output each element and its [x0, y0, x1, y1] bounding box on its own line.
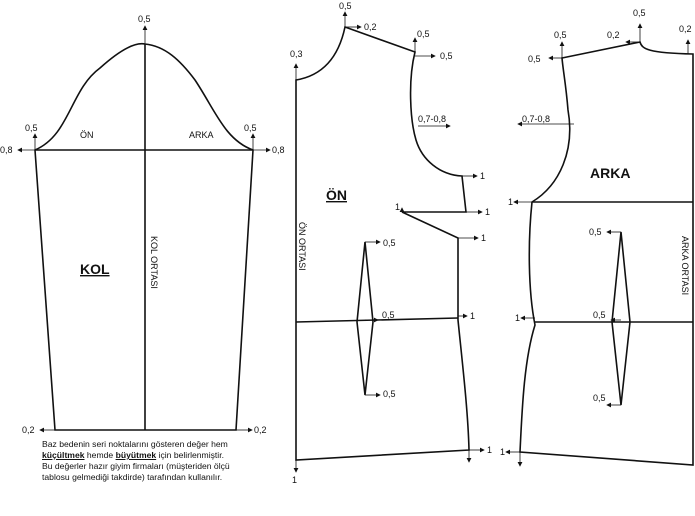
sleeve-mark-left-hem: 0,2 [22, 425, 35, 435]
back-mark-waist-side: 1 [515, 313, 520, 323]
back-center-label: ARKA ORTASI [680, 236, 690, 295]
sleeve-mark-right-under: 0,8 [272, 145, 285, 155]
back-mark-shoulder-b: 0,5 [528, 54, 541, 64]
back-mark-dart-top: 0,5 [589, 227, 602, 237]
front-mark-neck-top: 0,5 [339, 1, 352, 11]
back-mark-dart-waist: 0,5 [593, 310, 606, 320]
sleeve-mark-right-hem: 0,2 [254, 425, 267, 435]
front-mark-neck: 0,3 [290, 49, 303, 59]
back-mark-neck-side: 0,2 [607, 30, 620, 40]
back-mark-hem-side: 1 [500, 447, 505, 457]
note-buyutmek: büyütmek [115, 450, 157, 460]
front-mark-dart-top: 0,5 [383, 238, 396, 248]
front-center-label: ÖN ORTASI [297, 222, 307, 271]
front-mark-waist-side: 1 [470, 311, 475, 321]
front-mark-dart-waist: 0,5 [382, 310, 395, 320]
sleeve-back-label: ARKA [189, 130, 214, 140]
explanation-note: Baz bedenin seri noktalarını gösteren de… [42, 439, 302, 483]
note-line-3: Bu değerler hazır giyim firmaları (müşte… [42, 461, 230, 471]
note-end: için belirlenmiştir. [156, 450, 224, 460]
front-mark-shoulder-b: 0,5 [440, 51, 453, 61]
sleeve-center-label: KOL ORTASI [149, 236, 159, 289]
sleeve-mark-crown: 0,5 [138, 14, 151, 24]
sleeve-front-label: ÖN [80, 130, 94, 140]
back-title: ARKA [590, 165, 630, 181]
front-mark-side-2: 1 [481, 233, 486, 243]
back-mark-armhole: 0,7-0,8 [522, 114, 550, 124]
front-mark-neck-side: 0,2 [364, 22, 377, 32]
front-mark-hem-center: 1 [292, 475, 297, 485]
sleeve-mark-left-under: 0,8 [0, 145, 13, 155]
back-dart [611, 231, 631, 406]
back-mark-neck: 0,2 [679, 24, 692, 34]
front-title: ÖN [326, 187, 347, 203]
front-mark-dart-bottom: 0,5 [383, 389, 396, 399]
front-mark-dart-tip: 1 [395, 202, 400, 212]
back-outline [519, 41, 694, 466]
sleeve-outline [34, 42, 254, 431]
arrows [17, 11, 691, 473]
back-mark-neck-top: 0,5 [633, 8, 646, 18]
back-mark-underarm: 1 [508, 197, 513, 207]
note-mid: hemde [84, 450, 116, 460]
front-outline [295, 25, 470, 461]
back-mark-dart-bottom: 0,5 [593, 393, 606, 403]
note-line-2: küçültmek hemde büyütmek için belirlenmi… [42, 450, 302, 461]
sleeve-mark-right-cap: 0,5 [244, 123, 257, 133]
note-line-1: Baz bedenin seri noktalarını gösteren de… [42, 439, 228, 449]
sleeve-mark-left-cap: 0,5 [25, 123, 38, 133]
front-mark-hem-side: 1 [487, 445, 492, 455]
front-dart [356, 241, 374, 396]
front-mark-shoulder-a: 0,5 [417, 29, 430, 39]
back-mark-shoulder-a: 0,5 [554, 30, 567, 40]
note-kucultmek: küçültmek [42, 450, 85, 460]
sleeve-title: KOL [80, 261, 110, 277]
sleeve-piece [34, 42, 254, 431]
note-line-4: tablosu gelmediği takdirde) tarafından k… [42, 472, 223, 482]
front-mark-side-1: 1 [480, 171, 485, 181]
front-mark-armhole: 0,7-0,8 [418, 114, 446, 124]
front-mark-dart-side: 1 [485, 207, 490, 217]
back-piece [519, 41, 694, 466]
